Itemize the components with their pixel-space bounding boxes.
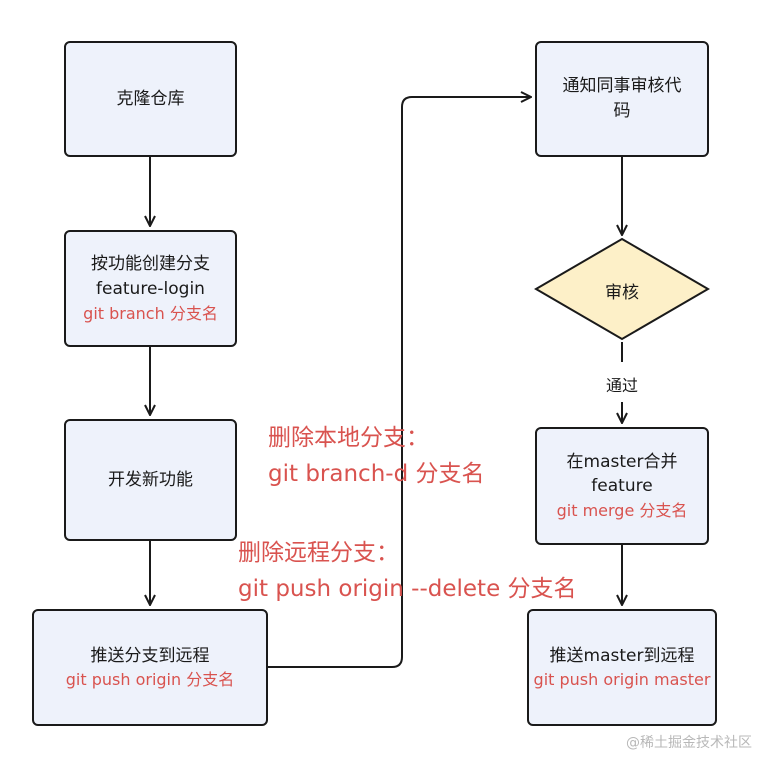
node-notify-review-title-line1: 通知同事审核代 (562, 76, 682, 97)
node-merge-master: 在master合并 feature git merge 分支名 (535, 427, 709, 545)
node-push-branch-command: git push origin 分支名 (65, 670, 235, 690)
note-delete-remote-command: git push origin --delete 分支名 (238, 575, 577, 602)
node-notify-review: 通知同事审核代 码 (535, 41, 709, 157)
node-develop-feature: 开发新功能 (64, 419, 237, 541)
node-push-master-command: git push origin master (533, 670, 711, 690)
note-delete-remote-branch: 删除远程分支： git push origin --delete 分支名 (238, 536, 577, 607)
edge-label-review-pass: 通过 (605, 376, 638, 395)
node-notify-review-title-line2: 码 (613, 101, 631, 121)
node-merge-master-command: git merge 分支名 (556, 501, 688, 521)
note-delete-local-branch: 删除本地分支： git branch-d 分支名 (268, 421, 484, 492)
node-develop-feature-title: 开发新功能 (108, 469, 193, 490)
node-merge-master-title: 在master合并 (566, 451, 678, 472)
note-delete-local-heading: 删除本地分支： (268, 425, 429, 451)
node-create-branch-title: 按功能创建分支 (91, 254, 210, 275)
node-create-branch-command: git branch 分支名 (83, 303, 218, 323)
node-merge-master-subtitle: feature (591, 476, 653, 497)
node-create-branch: 按功能创建分支 feature-login git branch 分支名 (64, 230, 237, 347)
node-push-master-title: 推送master到远程 (549, 645, 695, 666)
node-push-branch-title: 推送分支到远程 (90, 645, 210, 666)
note-delete-remote-heading: 删除远程分支： (238, 540, 399, 566)
arrow-push-branch-to-notify (268, 97, 531, 668)
review-decision-diamond (534, 237, 710, 341)
node-clone-repo: 克隆仓库 (64, 41, 237, 157)
node-create-branch-subtitle: feature-login (96, 278, 205, 299)
node-push-master: 推送master到远程 git push origin master (527, 609, 717, 726)
node-clone-repo-title: 克隆仓库 (116, 88, 185, 109)
note-delete-local-command: git branch-d 分支名 (268, 460, 485, 487)
node-push-branch: 推送分支到远程 git push origin 分支名 (32, 609, 268, 726)
node-review-label: 审核 (605, 283, 639, 303)
watermark: @稀土掘金技术社区 (626, 735, 752, 751)
